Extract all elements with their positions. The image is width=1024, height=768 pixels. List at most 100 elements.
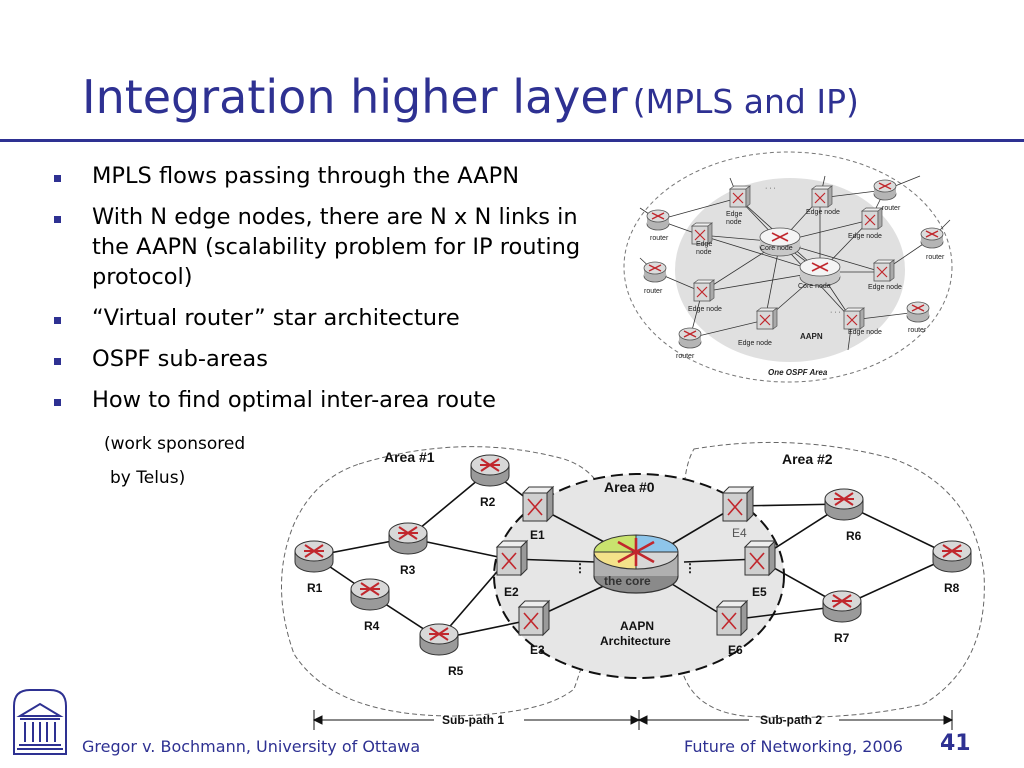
e6-label: E6 bbox=[728, 643, 743, 657]
router-r3-icon bbox=[388, 522, 428, 555]
router-label: router bbox=[644, 288, 663, 295]
edge-node-label-line2: node bbox=[696, 249, 712, 256]
edge-e5-icon bbox=[744, 540, 776, 576]
ospf-area-diagram: Core node Core node Edge node Edge node … bbox=[623, 151, 953, 383]
router-r8-icon bbox=[932, 540, 972, 573]
bullet-item: With N edge nodes, there are N x N links… bbox=[52, 202, 612, 292]
router-r6-icon bbox=[824, 488, 864, 521]
router-icon bbox=[873, 179, 897, 201]
core-label: the core bbox=[604, 574, 651, 588]
router-r1-icon bbox=[294, 540, 334, 573]
area1-boundary bbox=[281, 446, 610, 717]
router-label: router bbox=[650, 235, 669, 242]
e2-label: E2 bbox=[504, 585, 519, 599]
area2-boundary bbox=[674, 441, 985, 718]
aapn-label: AAPN bbox=[800, 332, 823, 341]
edge-node-label: Edge node bbox=[688, 306, 722, 313]
edge-e4-icon bbox=[722, 486, 754, 522]
bullet-square-icon bbox=[54, 216, 61, 223]
router-r4-icon bbox=[350, 578, 390, 611]
subpath-arrows bbox=[312, 710, 954, 730]
bullet-item: MPLS flows passing through the AAPN bbox=[52, 161, 612, 191]
r1-label: R1 bbox=[307, 581, 323, 595]
ospf-area-boundary bbox=[623, 151, 953, 383]
r3-label: R3 bbox=[400, 563, 416, 577]
bullet-item: How to find optimal inter-area route bbox=[52, 385, 612, 415]
edge-node-icon bbox=[843, 307, 865, 330]
subpath1-label: Sub-path 1 bbox=[442, 713, 504, 727]
r6-label: R6 bbox=[846, 529, 862, 543]
edge-node-icon bbox=[873, 259, 895, 282]
multi-area-diagram: Area #1 Area #0 Area #2 the core AAPN Ar… bbox=[281, 441, 985, 730]
router-icon bbox=[678, 327, 702, 349]
edge-e3-icon bbox=[518, 600, 550, 636]
slide-title: Integration higher layer (MPLS and IP) bbox=[82, 70, 1012, 124]
edge-node-icon bbox=[693, 279, 715, 302]
router-label: router bbox=[882, 205, 901, 212]
bullet-item: “Virtual router” star architecture bbox=[52, 303, 612, 333]
edge-node-label: Edge node bbox=[806, 209, 840, 216]
page-number: 41 bbox=[940, 731, 971, 756]
area2-label: Area #2 bbox=[782, 451, 833, 467]
edge-e6-icon bbox=[716, 600, 748, 636]
router-r5-icon bbox=[419, 623, 459, 656]
e4-label: E4 bbox=[732, 526, 747, 540]
router-label: router bbox=[908, 327, 927, 334]
aapn-label-line1: AAPN bbox=[620, 619, 654, 633]
edge-node-icon bbox=[729, 185, 751, 208]
edge-node-label-line1: Edge bbox=[696, 241, 712, 248]
router-r2-icon bbox=[470, 454, 510, 487]
edge-node-label-line1: Edge bbox=[726, 211, 742, 218]
ellipsis-label: · · · bbox=[765, 185, 776, 192]
core-node bbox=[593, 534, 679, 594]
bullet-square-icon bbox=[54, 175, 61, 182]
title-main: Integration higher layer bbox=[82, 70, 628, 124]
router-icon bbox=[920, 227, 944, 249]
bullet-list: MPLS flows passing through the AAPN With… bbox=[52, 161, 612, 426]
core-node-label: Core node bbox=[798, 283, 831, 290]
r8-label: R8 bbox=[944, 581, 960, 595]
router-r7-icon bbox=[822, 590, 862, 623]
area0-label: Area #0 bbox=[604, 479, 655, 495]
core-node-icon bbox=[799, 257, 841, 287]
edge-node-label: Edge node bbox=[848, 233, 882, 240]
ellipsis-right: ⋮ bbox=[684, 561, 696, 575]
title-rule bbox=[0, 139, 1024, 142]
ellipsis-label: · · · bbox=[830, 309, 841, 316]
router-icon bbox=[643, 261, 667, 283]
sponsor-note-line2: by Telus) bbox=[110, 468, 186, 488]
edge-node-icon bbox=[861, 207, 883, 230]
edge-e1-icon bbox=[522, 486, 554, 522]
edge-node-label: Edge node bbox=[848, 329, 882, 336]
ellipsis-left: ⋮ bbox=[574, 561, 586, 575]
core-node-label: Core node bbox=[760, 245, 793, 252]
e3-label: E3 bbox=[530, 643, 545, 657]
sponsor-note-line1: (work sponsored bbox=[104, 434, 246, 454]
footer-author: Gregor v. Bochmann, University of Ottawa bbox=[82, 737, 421, 756]
r5-label: R5 bbox=[448, 664, 464, 678]
bullet-item: OSPF sub-areas bbox=[52, 344, 612, 374]
footer-event: Future of Networking, 2006 bbox=[684, 737, 903, 756]
edge-node-label-line2: node bbox=[726, 219, 742, 226]
router-label: router bbox=[926, 254, 945, 261]
area1-label: Area #1 bbox=[384, 449, 435, 465]
e1-label: E1 bbox=[530, 528, 545, 542]
edge-e2-icon bbox=[496, 540, 528, 576]
router-icon bbox=[646, 209, 670, 231]
e5-label: E5 bbox=[752, 585, 767, 599]
router-icon bbox=[906, 301, 930, 323]
edge-node-label: Edge node bbox=[868, 284, 902, 291]
title-sub: (MPLS and IP) bbox=[632, 82, 859, 121]
router-label: router bbox=[676, 353, 695, 360]
bullet-square-icon bbox=[54, 317, 61, 324]
bullet-square-icon bbox=[54, 358, 61, 365]
edge-node-label: Edge node bbox=[738, 340, 772, 347]
aapn-label-line2: Architecture bbox=[600, 634, 671, 648]
edge-node-icon bbox=[811, 185, 833, 208]
edge-node-icon bbox=[756, 307, 778, 330]
subpath2-label: Sub-path 2 bbox=[760, 713, 822, 727]
r7-label: R7 bbox=[834, 631, 850, 645]
r4-label: R4 bbox=[364, 619, 380, 633]
ospf-area-label: One OSPF Area bbox=[768, 368, 828, 377]
university-logo bbox=[13, 689, 67, 755]
